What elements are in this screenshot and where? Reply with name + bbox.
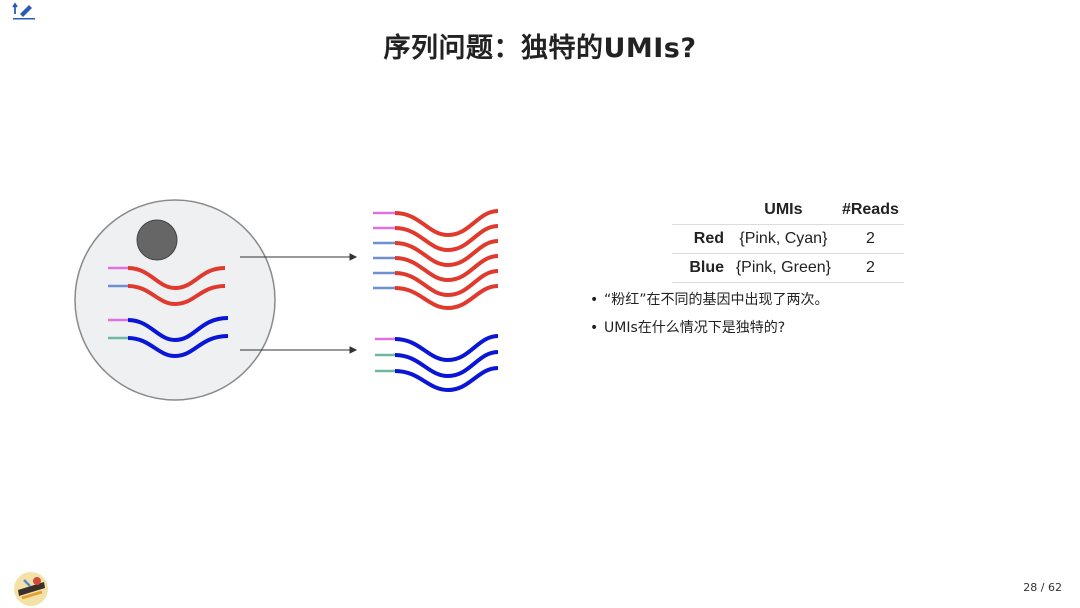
row-reads: 2 <box>836 253 904 283</box>
row-umis: {Pink, Green} <box>730 253 837 283</box>
bullet-dot: • <box>590 320 599 336</box>
umi-table: UMIs #Reads Red {Pink, Cyan} 2 Blue {Pin… <box>672 196 904 283</box>
list-item: • “粉红”在不同的基因中出现了两次。 <box>590 286 829 314</box>
table-header-reads: #Reads <box>836 196 904 225</box>
arrow-red <box>240 253 358 261</box>
nucleus <box>136 219 178 261</box>
bullet-dot: • <box>590 292 599 308</box>
list-item: • UMIs在什么情况下是独特的? <box>590 314 829 342</box>
table-row: Red {Pink, Cyan} 2 <box>672 224 904 254</box>
table-header-umis: UMIs <box>730 196 837 225</box>
bullet-text: UMIs在什么情况下是独特的? <box>604 320 786 336</box>
row-label: Red <box>672 224 730 254</box>
pencil-arrow-logo-icon <box>12 2 35 20</box>
page-number: 28 / 62 <box>1023 581 1062 594</box>
arrow-blue <box>240 346 358 354</box>
table-header-row: UMIs #Reads <box>672 196 904 225</box>
row-umis: {Pink, Cyan} <box>730 224 837 254</box>
row-reads: 2 <box>836 224 904 254</box>
table-header-blank <box>672 196 730 225</box>
amplified-red-reads <box>373 209 499 311</box>
conference-badge-logo-icon <box>14 572 48 606</box>
bullet-text: “粉红”在不同的基因中出现了两次。 <box>604 292 829 308</box>
umi-diagram <box>74 199 499 401</box>
bullet-list: • “粉红”在不同的基因中出现了两次。 • UMIs在什么情况下是独特的? <box>590 286 829 342</box>
cell-blue-reads <box>108 316 229 359</box>
cell-red-reads <box>108 266 226 307</box>
table-row: Blue {Pink, Green} 2 <box>672 253 904 283</box>
row-label: Blue <box>672 253 730 283</box>
page-title: 序列问题：独特的UMIs? <box>383 33 697 64</box>
cell-circle <box>74 199 276 401</box>
amplified-blue-reads <box>375 334 499 393</box>
